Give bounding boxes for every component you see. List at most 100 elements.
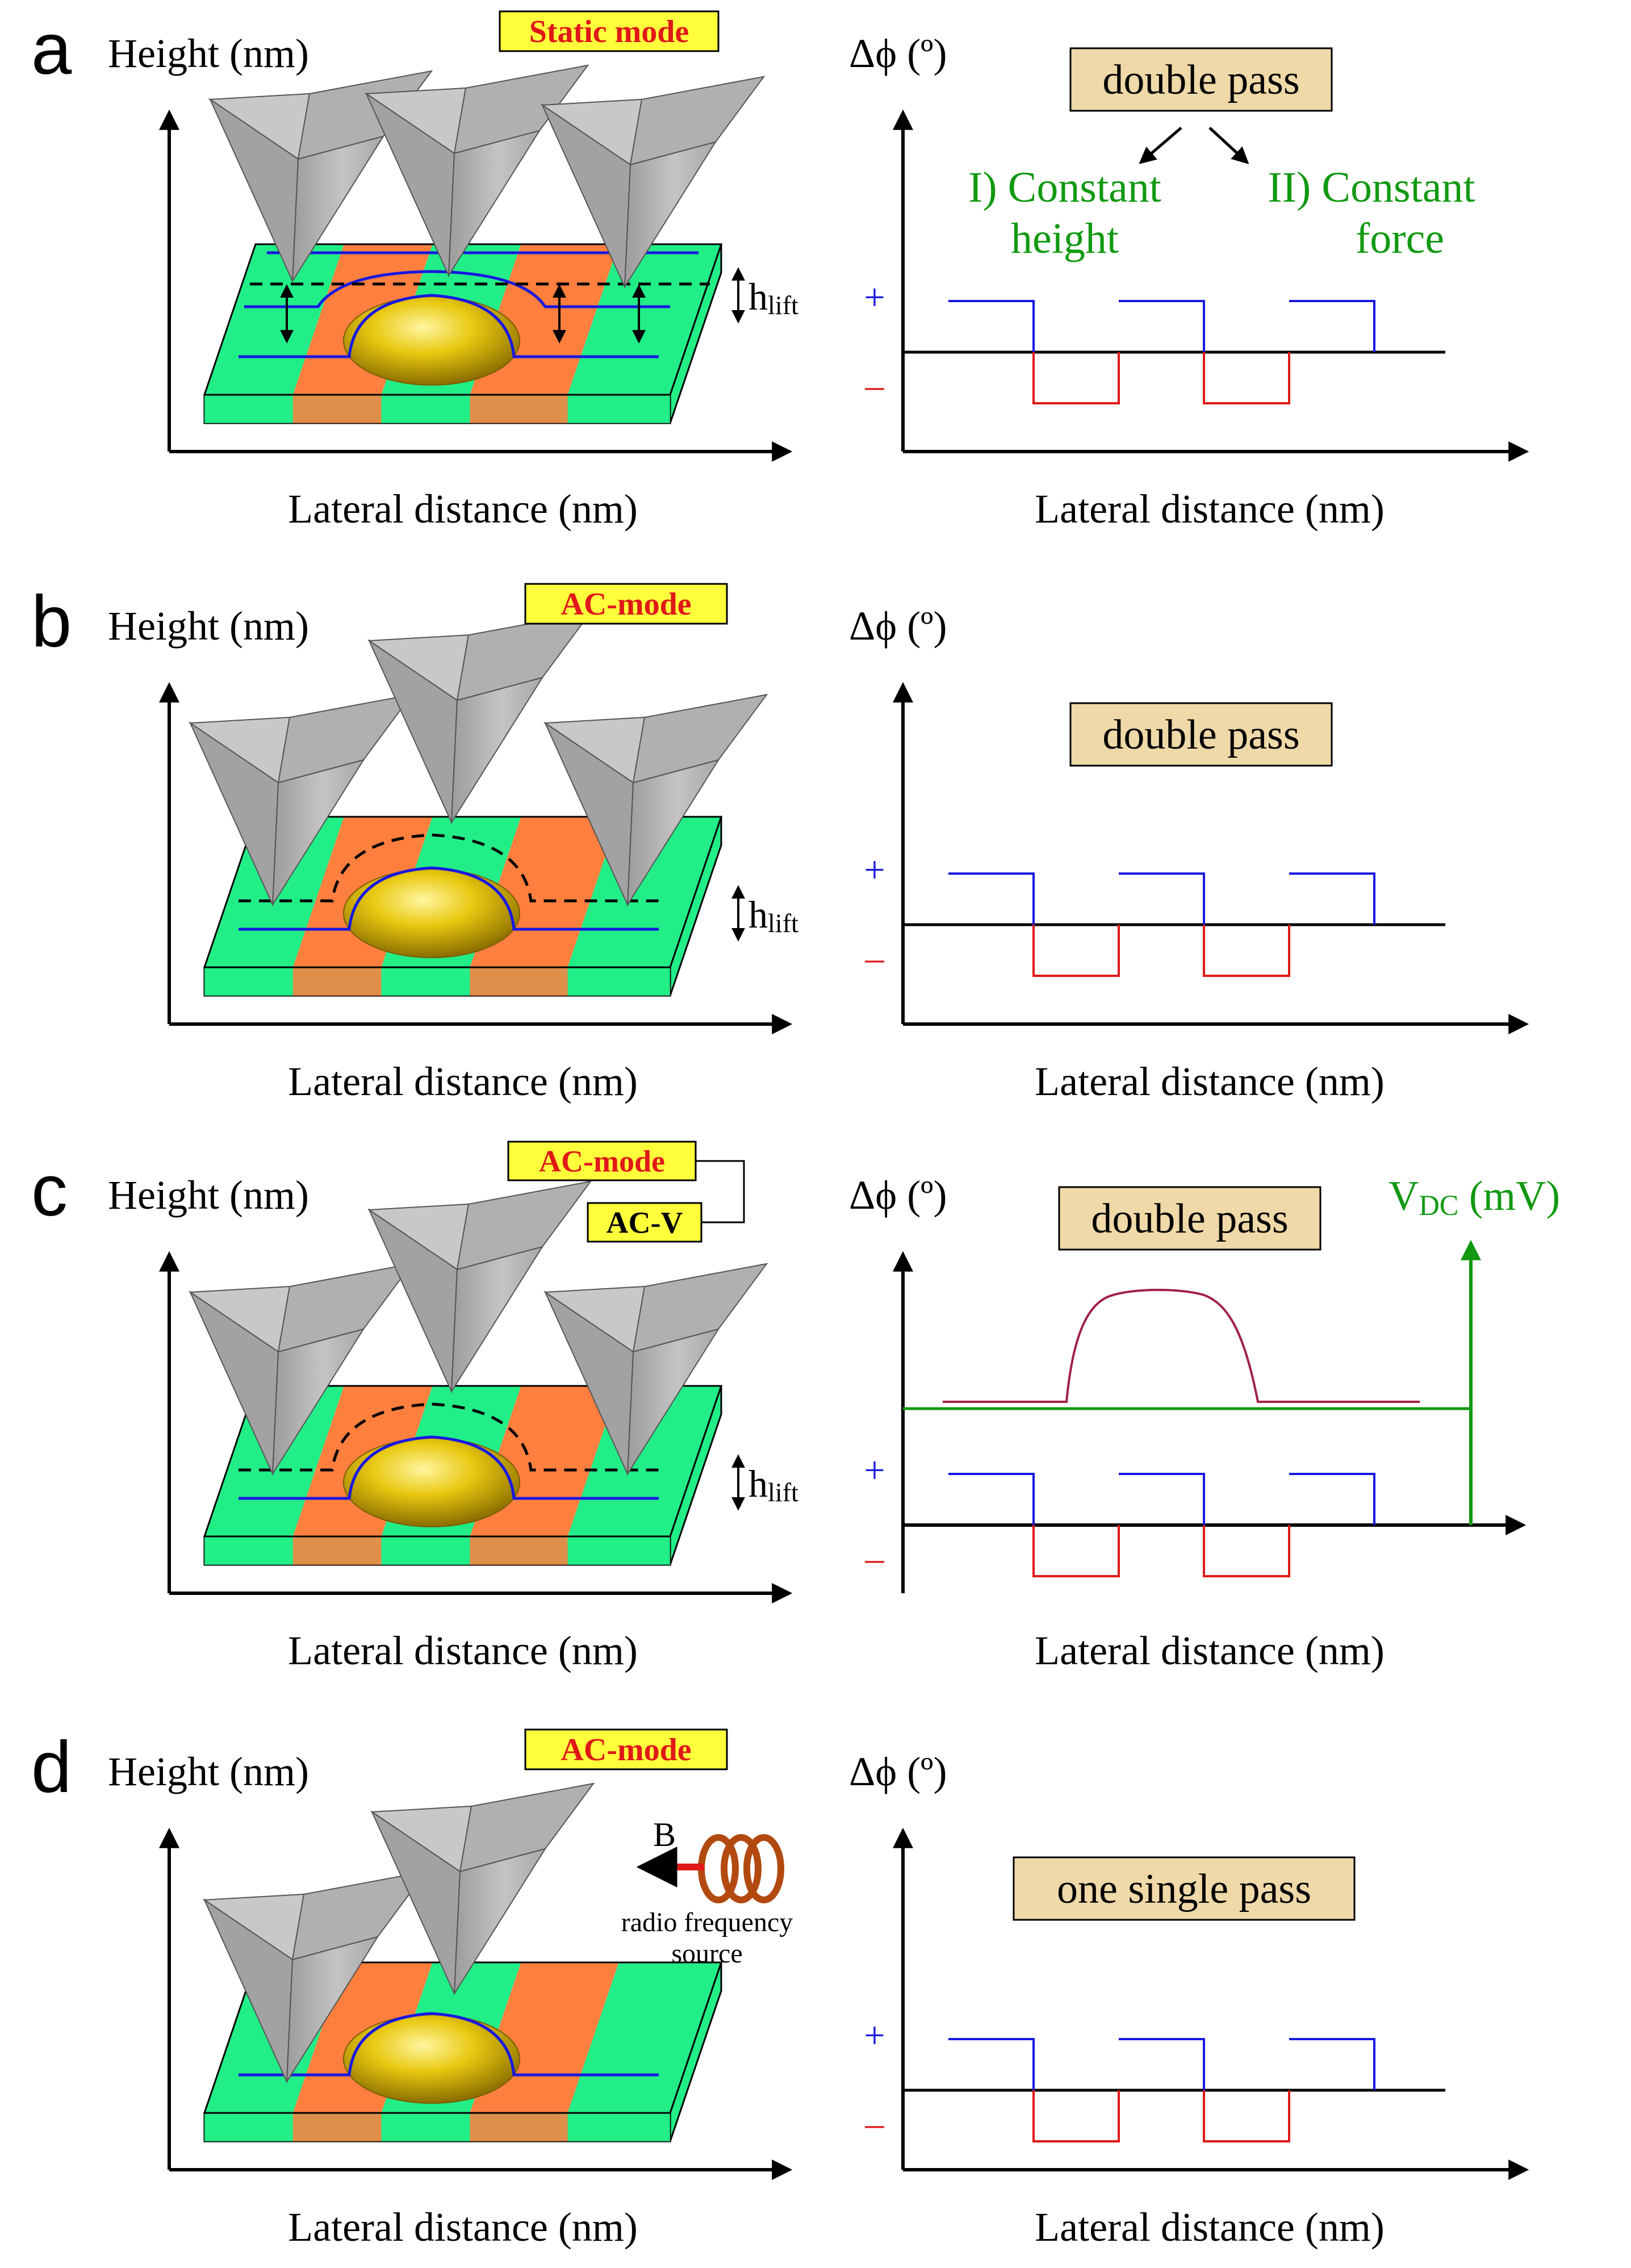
afm-tip (543, 1263, 768, 1476)
panel-letter: b (31, 581, 72, 662)
substrate-stripe-front (204, 2113, 293, 2141)
mode-label-ac-text: AC-mode (539, 1144, 665, 1178)
gold-particle (343, 868, 520, 958)
minus-sign: – (865, 365, 885, 406)
source-label-2: source (671, 1939, 742, 1969)
substrate-stripe-front (204, 395, 293, 423)
mode-label-box (524, 1728, 728, 1770)
pass-label-text: double pass (1102, 57, 1299, 103)
negative-segment (1032, 1525, 1120, 1577)
topography-trace (239, 294, 659, 358)
mode-label-text: AC-mode (561, 587, 691, 622)
left-axes: Height (nm)Lateral distance (nm) (108, 31, 793, 532)
mode-label-ac-box (507, 1141, 697, 1181)
substrate-outline (203, 1385, 723, 1538)
mode-label-acv: AC-V (587, 1202, 702, 1243)
mode-label-ac: AC-mode (507, 1141, 697, 1181)
phase-square-wave (948, 1473, 1375, 1577)
option-2-line2: force (1356, 215, 1444, 262)
substrate-stripe-front (470, 1536, 568, 1565)
positive-segment (948, 2038, 1035, 2090)
sample-schematic: Height (nm)Lateral distance (nm)AC-modeB… (108, 1728, 793, 2250)
lift-path (239, 1402, 659, 1472)
substrate-stripe-front (381, 967, 470, 996)
gold-particle (343, 296, 520, 386)
option-arrow-2 (1208, 127, 1249, 165)
minus-sign: – (865, 2103, 885, 2144)
minus-sign: – (865, 937, 885, 979)
panel-b: b Height (nm)Lateral distance (nm)hlift AC… (31, 581, 1529, 1104)
coil-loop (721, 1834, 762, 1903)
phase-plot: Δϕ (º)Lateral distance (nm)+–double pass… (849, 31, 1529, 532)
phase-x-label: Lateral distance (nm) (1035, 486, 1385, 532)
lift-height-label: hlift (748, 275, 798, 320)
vdc-label: VDC (mV) (1389, 1173, 1560, 1221)
pass-label: one single pass (1013, 1856, 1356, 1921)
substrate-stripe-front (292, 1536, 382, 1565)
panel-letter: a (31, 9, 72, 90)
mode-label: Static mode (499, 10, 720, 52)
substrate-stripe-front (470, 2113, 568, 2141)
left-y-label: Height (nm) (108, 1172, 309, 1218)
afm-tip (202, 1870, 428, 2084)
positive-segment (1289, 300, 1375, 352)
panel-c: c Height (nm)Lateral distance (nm)hliftAC… (31, 1141, 1560, 1673)
substrate-stripe-front (470, 967, 568, 996)
left-x-label: Lateral distance (nm) (288, 1059, 638, 1104)
gold-particle (343, 2014, 520, 2104)
mode-label: AC-mode (524, 1728, 728, 1770)
pass-label: double pass (1069, 702, 1333, 767)
sample-schematic: Height (nm)Lateral distance (nm)hliftAC-… (108, 1141, 798, 1673)
left-y-label: Height (nm) (108, 31, 309, 76)
phase-plot: Δϕ (º)Lateral distance (nm)+–double pass… (849, 1172, 1560, 1673)
left-axes: Height (nm)Lateral distance (nm) (108, 1172, 793, 1673)
substrate-stripe-front (292, 2113, 382, 2141)
panel-letter: c (31, 1150, 68, 1231)
substrate-stripe-front (381, 1536, 470, 1565)
phase-y-label: Δϕ (º) (849, 603, 947, 649)
mode-label-text: AC-mode (561, 1732, 691, 1768)
option-arrow-1 (1139, 127, 1182, 164)
phase-square-wave (948, 2038, 1375, 2142)
substrate-stripe-front (292, 395, 382, 423)
negative-segment (1203, 925, 1290, 977)
substrate-stripe-front (567, 1536, 670, 1565)
substrate-stripe-front (381, 395, 470, 423)
phase-plot: Δϕ (º)Lateral distance (nm)+–double pass (849, 603, 1529, 1104)
negative-segment (1032, 2090, 1120, 2142)
phase-square-wave (948, 300, 1375, 404)
mode-label-text: Static mode (529, 14, 689, 49)
topography-trace (239, 866, 659, 931)
positive-segment (1119, 300, 1205, 352)
positive-segment (948, 872, 1035, 925)
pass-label-box (1069, 702, 1333, 767)
phase-y-label: Δϕ (º) (849, 1172, 947, 1218)
option-1-line2: height (1011, 215, 1119, 262)
afm-tip (543, 694, 768, 907)
option-1-line1: I) Constant (968, 164, 1161, 211)
negative-segment (1203, 352, 1290, 404)
mode-label-box (524, 583, 728, 625)
lift-height-label: hlift (748, 893, 798, 938)
plus-sign: + (864, 277, 885, 318)
substrate-stripe-front (204, 967, 293, 996)
plus-sign: + (864, 1450, 885, 1491)
afm-tip (367, 611, 592, 825)
substrate-stripe-front (567, 967, 670, 996)
option-2-line1: II) Constant (1268, 164, 1475, 211)
negative-segment (1032, 352, 1120, 404)
pass-label-text: one single pass (1057, 1866, 1311, 1912)
phase-plot: Δϕ (º)Lateral distance (nm)+–one single … (849, 1749, 1529, 2250)
left-axes: Height (nm)Lateral distance (nm) (108, 603, 793, 1104)
source-label-1: radio frequency (621, 1907, 793, 1937)
positive-segment (948, 300, 1035, 352)
minus-sign: – (865, 1538, 885, 1579)
negative-segment (1203, 2090, 1290, 2142)
substrate-stripe-front (567, 2113, 670, 2141)
topography-trace (239, 2012, 659, 2077)
pass-label: double pass (1069, 47, 1333, 112)
plus-sign: + (864, 2015, 885, 2056)
substrate-outline (203, 1961, 723, 2114)
